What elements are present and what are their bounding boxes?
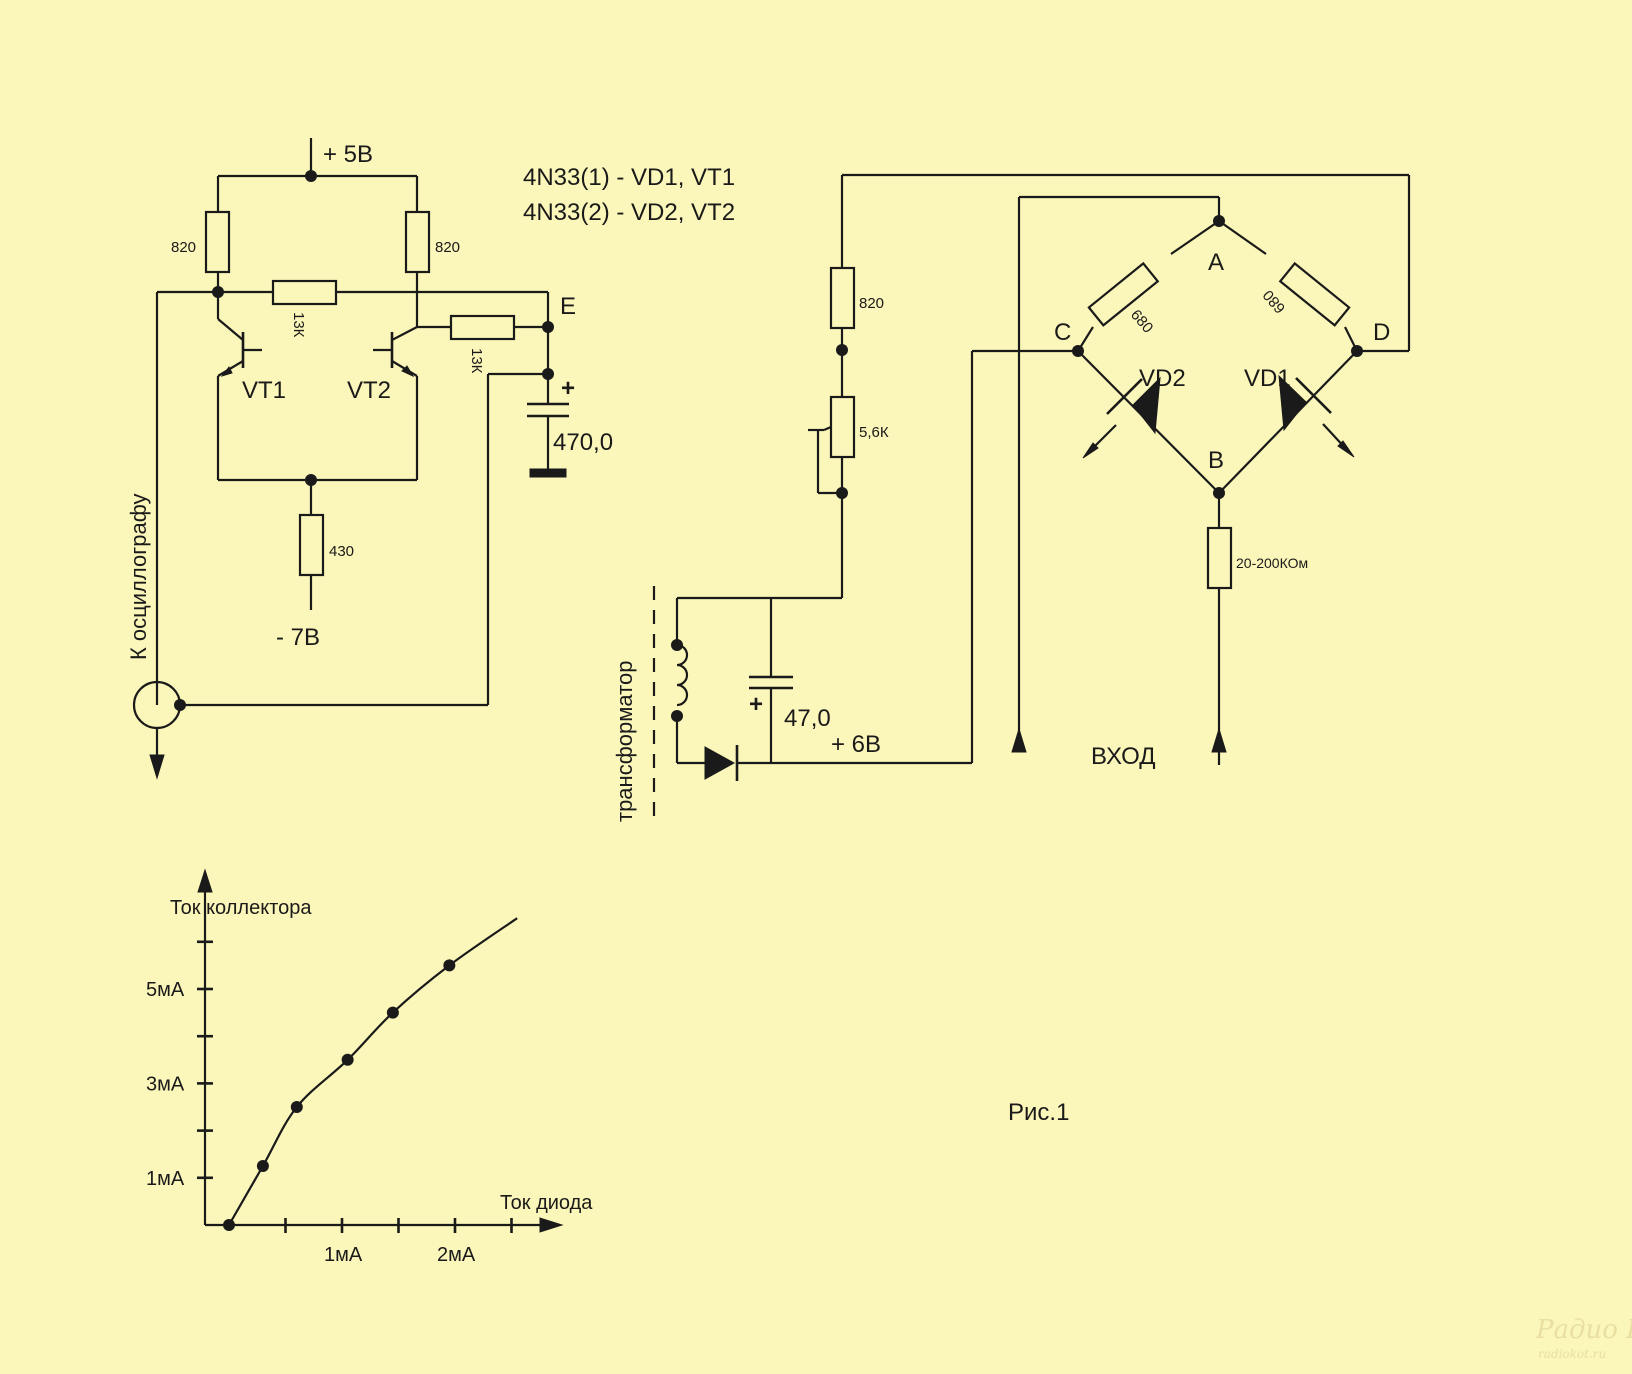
x-axis-label: Ток диода	[500, 1192, 593, 1214]
vt2-label: VT2	[347, 377, 391, 404]
y-tick-label: 3мА	[146, 1073, 185, 1095]
legend-line-2: 4N33(2) - VD2, VT2	[523, 199, 735, 226]
resistor-load	[1206, 526, 1233, 590]
cap47-polarity: +	[749, 691, 763, 718]
oscilloscope-label: К осциллографу	[126, 493, 151, 660]
differential-amplifier-circuit: + 5В 820 820 13К E VT1	[126, 138, 613, 780]
supply-6v-label: + 6В	[831, 731, 881, 758]
rc2-value: 820	[435, 239, 460, 256]
bridge-circuit: 820 5,6К трансформатор + 6В	[612, 173, 1411, 822]
y-axis-arrow	[197, 868, 213, 893]
oscilloscope-connector	[132, 680, 488, 780]
diode-vd1	[1278, 374, 1307, 432]
x-tick-label: 2мА	[437, 1244, 476, 1266]
node-b-label: B	[1208, 447, 1224, 474]
resistor-r680-left	[1087, 261, 1160, 327]
re-value: 430	[329, 543, 354, 560]
supply-pos-label: + 5В	[323, 141, 373, 168]
transistor-vt1: VT1	[216, 292, 286, 480]
y-axis-label: Ток коллектора	[170, 897, 312, 919]
chart-data-point	[290, 1101, 303, 1113]
chart-data-point	[386, 1006, 399, 1019]
resistor-rc1	[204, 210, 231, 274]
resistor-rc2	[404, 210, 431, 274]
supply-neg-label: - 7В	[276, 624, 320, 651]
cap470-value: 470,0	[553, 429, 613, 456]
legend-line-1: 4N33(1) - VD1, VT1	[523, 164, 735, 191]
transformer-label: трансформатор	[612, 661, 637, 822]
chart-ticks: 1мА 2мА 1мА 3мА 5мА	[146, 940, 513, 1266]
y-tick-label: 5мА	[146, 979, 185, 1001]
transistor-vt2: VT2	[347, 272, 419, 480]
ground-bar	[529, 468, 567, 478]
input-label: ВХОД	[1091, 743, 1156, 770]
r820-right-value: 820	[859, 295, 884, 312]
transfer-characteristic-chart: Ток коллектора Ток диода 1мА 2мА 1мА 3мА 5мА	[146, 868, 593, 1266]
rectifier-diode	[704, 746, 736, 780]
r680-left-value: 680	[1127, 306, 1156, 336]
rc1-value: 820	[171, 239, 196, 256]
r13k-1-value: 13К	[290, 312, 307, 338]
chart-series-points	[223, 959, 456, 1231]
resistor-r680-right	[1278, 261, 1351, 327]
node-e-label: E	[560, 293, 576, 320]
load-value: 20-200КОм	[1236, 555, 1308, 571]
pot-value: 5,6К	[859, 424, 889, 441]
node-a-label: A	[1208, 249, 1224, 276]
vt1-label: VT1	[242, 377, 286, 404]
resistor-re	[298, 513, 325, 577]
cap470-polarity: +	[561, 375, 575, 402]
chart-data-point	[443, 959, 456, 972]
resistor-r820-right	[829, 266, 856, 330]
watermark-logo: Радио КОТ radiokot.ru	[1535, 1315, 1632, 1361]
watermark-line-1: Радио КОТ	[1535, 1315, 1632, 1345]
x-tick-label: 1мА	[324, 1244, 363, 1266]
potentiometer-5k6	[829, 395, 856, 459]
chart-data-point	[341, 1053, 354, 1066]
chart-data-point	[256, 1160, 269, 1172]
figure-label: Рис.1	[1008, 1099, 1069, 1126]
resistor-r13k-1	[271, 279, 338, 306]
watermark-line-2: radiokot.ru	[1538, 1347, 1606, 1361]
cap47-value: 47,0	[784, 705, 831, 732]
transformer-coil	[676, 643, 689, 707]
chart-series-curve	[228, 917, 518, 1226]
diode-vd2	[1132, 376, 1161, 435]
node-c-label: C	[1054, 319, 1071, 346]
node-d-label: D	[1373, 319, 1390, 346]
vd2-label: VD2	[1139, 365, 1186, 392]
y-tick-label: 1мА	[146, 1168, 185, 1190]
r680-right-value: 680	[1260, 286, 1289, 316]
chart-data-point	[223, 1219, 235, 1231]
x-axis-arrow	[539, 1217, 564, 1233]
vd1-label: VD1	[1244, 365, 1291, 392]
r13k-2-value: 13К	[468, 348, 485, 374]
resistor-r13k-2	[449, 314, 516, 341]
